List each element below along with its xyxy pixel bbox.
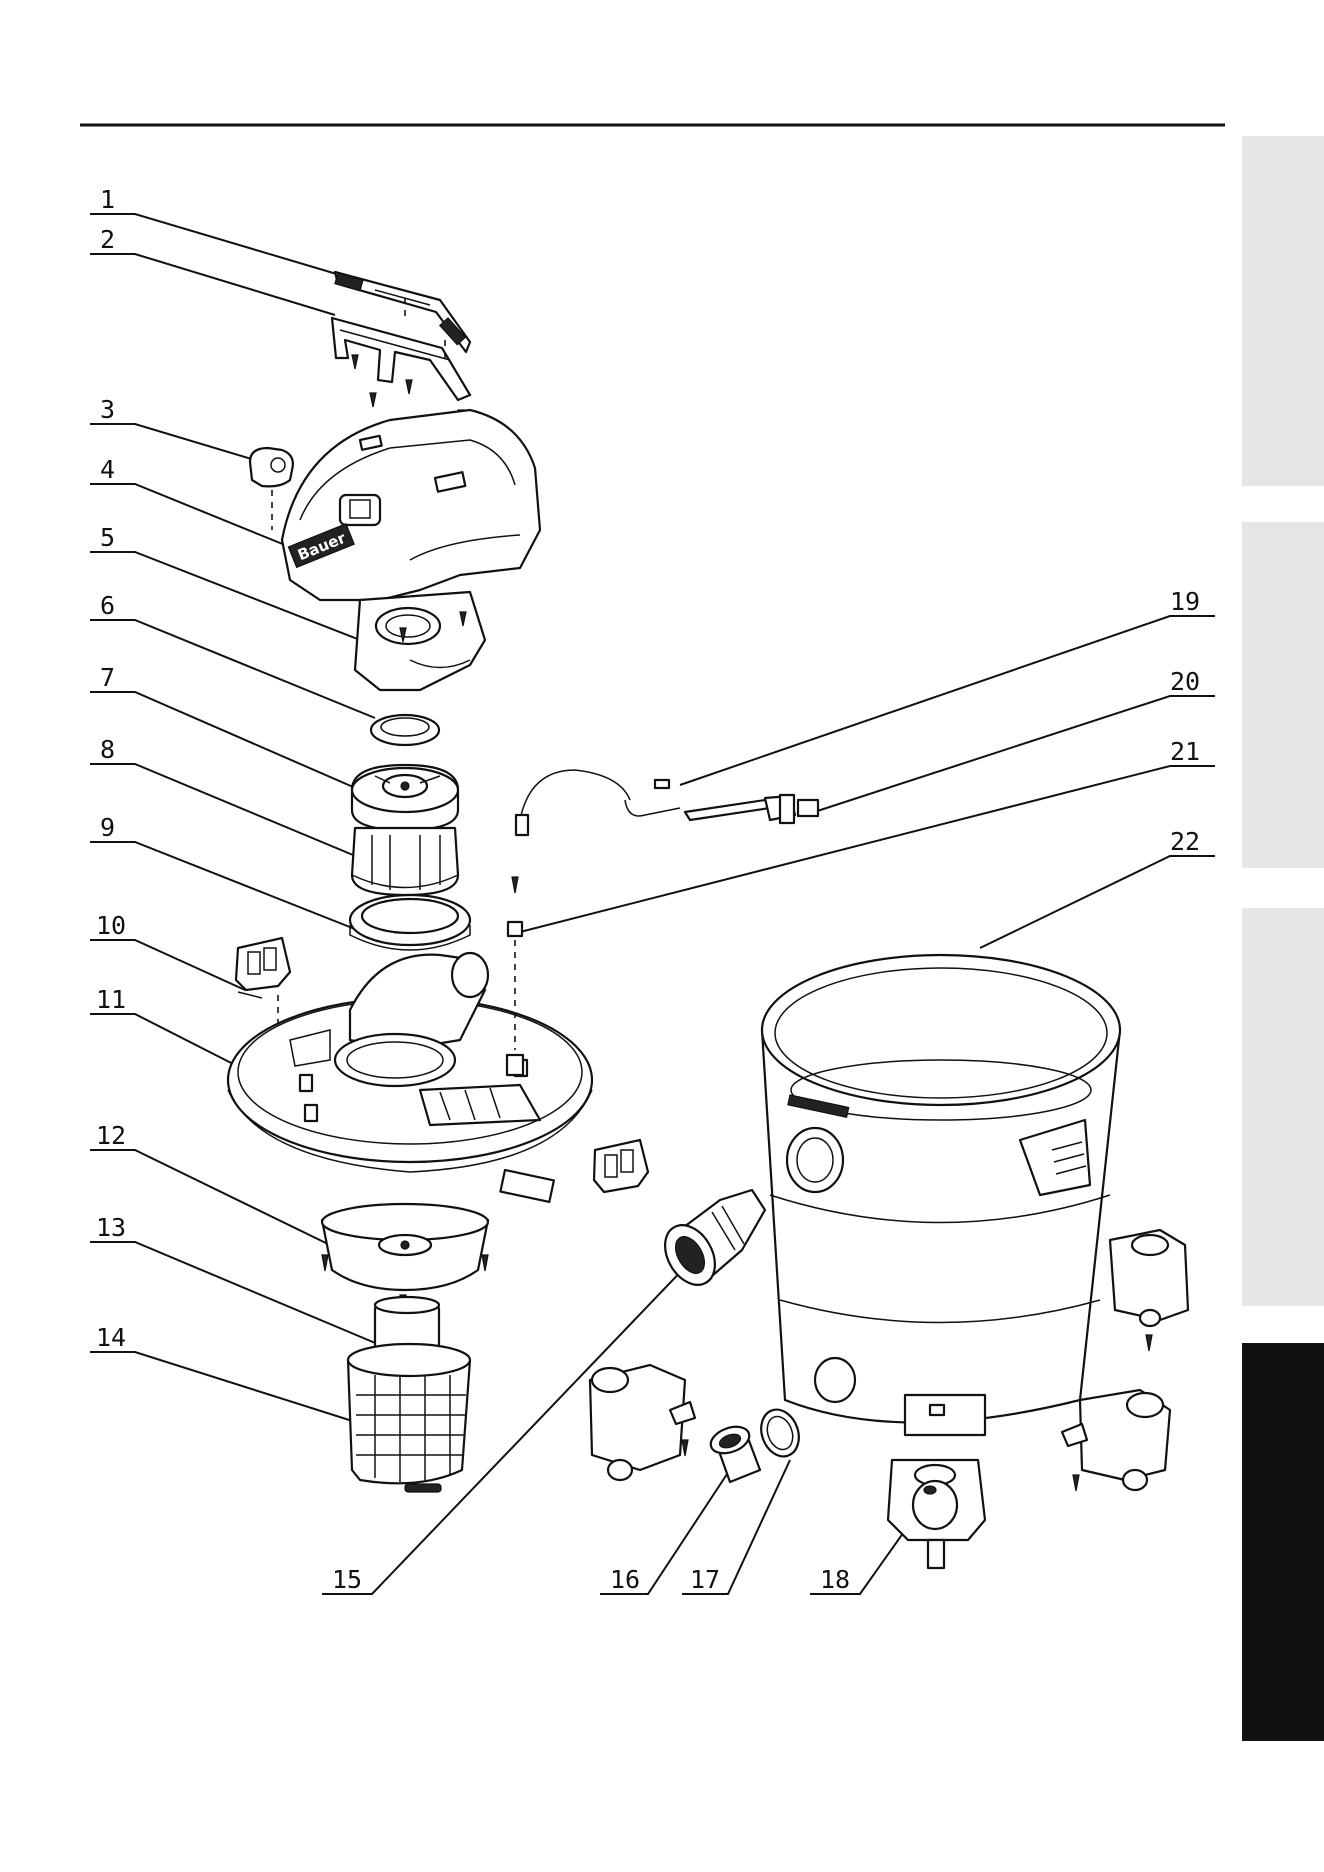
part-10-latch [236, 938, 290, 1030]
part-11-lid [228, 953, 592, 1202]
callout-label-16: 16 [610, 1565, 640, 1594]
callout-6: 6 [90, 591, 375, 718]
callout-label-9: 9 [100, 813, 115, 842]
callout-label-22: 22 [1170, 827, 1200, 856]
part-6-gasket [371, 715, 439, 745]
callout-label-10: 10 [96, 911, 126, 940]
part-16-drain-cap [707, 1422, 760, 1482]
callout-label-14: 14 [96, 1323, 126, 1352]
callout-label-5: 5 [100, 523, 115, 552]
callout-label-3: 3 [100, 395, 115, 424]
part-19-20-power-cord [516, 770, 818, 835]
callout-label-13: 13 [96, 1213, 126, 1242]
part-latch-right [594, 1140, 648, 1192]
callout-label-8: 8 [100, 735, 115, 764]
part-14-filter-cage [348, 1344, 470, 1492]
callout-20: 20 [805, 667, 1215, 815]
callout-19: 19 [680, 587, 1215, 785]
callout-label-12: 12 [96, 1121, 126, 1150]
part-7-motor [352, 765, 458, 830]
part-9-seal-ring [350, 895, 470, 950]
callout-label-2: 2 [100, 225, 115, 254]
callout-label-18: 18 [820, 1565, 850, 1594]
callout-14: 14 [90, 1323, 365, 1425]
part-17-o-ring [755, 1404, 805, 1461]
callout-7: 7 [90, 663, 360, 790]
callout-label-21: 21 [1170, 737, 1200, 766]
callout-11: 11 [90, 985, 245, 1070]
callout-label-6: 6 [100, 591, 115, 620]
part-12-filter-cage-top [322, 1204, 488, 1311]
part-18-front-caster [888, 1460, 985, 1568]
caster-back-right [1110, 1230, 1188, 1351]
callout-1: 1 [90, 185, 340, 275]
callout-label-17: 17 [690, 1565, 720, 1594]
part-22-tank [762, 955, 1120, 1435]
part-4-motor-cover: Bauer [282, 410, 540, 600]
callout-22: 22 [980, 827, 1215, 948]
callout-label-11: 11 [96, 985, 126, 1014]
callout-label-7: 7 [100, 663, 115, 692]
callout-2: 2 [90, 225, 335, 315]
callout-9: 9 [90, 813, 370, 935]
caster-front-left [590, 1365, 695, 1480]
caster-front-right [1062, 1390, 1170, 1491]
callout-10: 10 [90, 911, 245, 990]
callout-3: 3 [90, 395, 255, 460]
callout-21: 21 [520, 737, 1215, 932]
part-8-motor-cage [352, 828, 458, 895]
callout-label-4: 4 [100, 455, 115, 484]
part-5-motor-housing [355, 592, 485, 690]
part-15-hose-adapter [655, 1190, 765, 1294]
callout-label-20: 20 [1170, 667, 1200, 696]
callout-label-1: 1 [100, 185, 115, 214]
callout-label-15: 15 [332, 1565, 362, 1594]
callout-label-19: 19 [1170, 587, 1200, 616]
